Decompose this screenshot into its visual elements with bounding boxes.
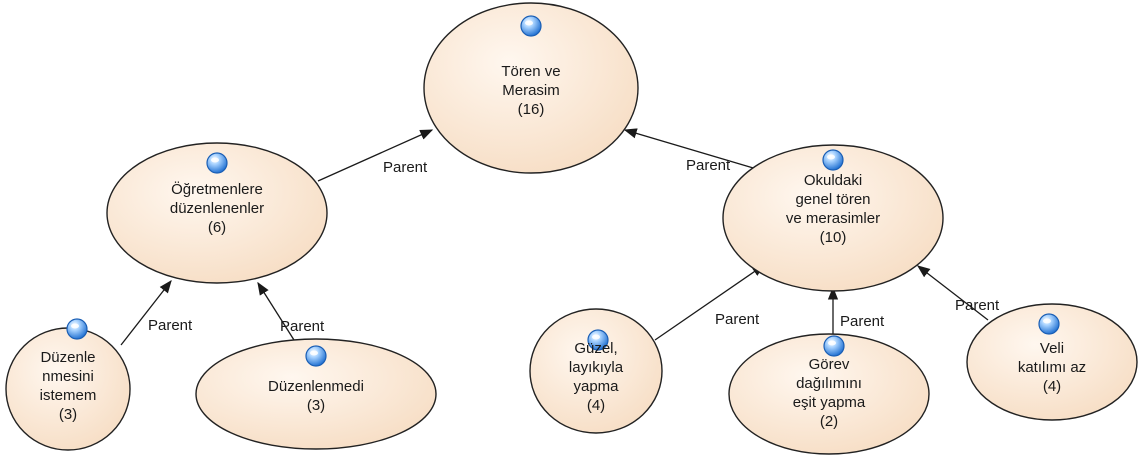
node-label-line: (3) (307, 397, 325, 414)
node-n6[interactable]: Güzel, layıkıyla yapma (4) (529, 308, 663, 434)
node-label-line: düzenlenenler (170, 200, 264, 217)
node-label-line: istemem (40, 387, 97, 404)
node-label-line: (4) (1043, 378, 1061, 395)
node-label-line: Tören ve (501, 63, 560, 80)
edge-n6-to-n3 (654, 264, 766, 341)
edge-label-n6-to-n3: Parent (715, 311, 760, 328)
blue-sphere-icon (305, 345, 327, 367)
node-ellipse (529, 308, 663, 434)
edge-n4-to-n2 (120, 279, 172, 346)
node-label-line: Öğretmenlere (171, 180, 263, 198)
node-n7[interactable]: Görev dağılımını eşit yapma (2) (728, 333, 930, 455)
node-label-line: (6) (208, 219, 226, 236)
node-ellipse (423, 2, 639, 174)
edge-label-n5-to-n2: Parent (280, 318, 325, 335)
node-n8[interactable]: Veli katılımı az (4) (966, 303, 1138, 421)
node-label-line: Okuldaki (804, 172, 862, 189)
edge-label-n3-to-n1: Parent (686, 157, 731, 174)
node-ellipse (106, 142, 328, 284)
node-label-line: Düzenlenmedi (268, 378, 364, 395)
blue-sphere-icon (822, 149, 844, 171)
edge-label-n7-to-n3: Parent (840, 313, 885, 330)
node-n2[interactable]: Öğretmenlere düzenlenenler (6) (106, 142, 328, 284)
node-label-line: Güzel, (574, 340, 617, 357)
node-label-line: ve merasimler (786, 210, 880, 227)
node-label-line: (10) (820, 229, 847, 246)
node-label-line: Görev (809, 356, 850, 373)
node-label-line: genel tören (795, 191, 870, 208)
node-label-line: nmesini (42, 368, 94, 385)
node-label-line: yapma (573, 378, 619, 395)
node-ellipse (195, 338, 437, 450)
node-n1[interactable]: Tören ve Merasim (16) (423, 2, 639, 174)
blue-sphere-icon (206, 152, 228, 174)
node-n3[interactable]: Okuldaki genel tören ve merasimler (10) (722, 144, 944, 292)
node-label-line: (16) (518, 101, 545, 118)
edge-n2-to-n1 (317, 129, 434, 182)
edge-label-n2-to-n1: Parent (383, 159, 428, 176)
blue-sphere-icon (520, 15, 542, 37)
edge-label-n4-to-n2: Parent (148, 317, 193, 334)
edge-n8-to-n3 (916, 265, 989, 321)
node-ellipse (966, 303, 1138, 421)
node-label-line: katılımı az (1018, 359, 1086, 376)
node-n4[interactable]: Düzenle nmesini istemem (3) (5, 318, 131, 451)
node-label-line: Merasim (502, 82, 560, 99)
node-label-line: (2) (820, 413, 838, 430)
blue-sphere-icon (823, 335, 845, 357)
blue-sphere-icon (66, 318, 88, 340)
edge-n3-to-n1 (623, 128, 761, 171)
node-label-line: eşit yapma (793, 394, 866, 411)
edge-n5-to-n2 (257, 281, 295, 341)
blue-sphere-icon (1038, 313, 1060, 335)
node-label-line: layıkıyla (569, 359, 624, 376)
node-label-line: dağılımını (796, 375, 862, 392)
node-ellipse (728, 333, 930, 455)
edge-label-n8-to-n3: Parent (955, 297, 1000, 314)
node-ellipse (722, 144, 944, 292)
node-label-line: (4) (587, 397, 605, 414)
node-label-line: Düzenle (40, 349, 95, 366)
node-n5[interactable]: Düzenlenmedi (3) (195, 338, 437, 450)
node-label-line: (3) (59, 406, 77, 423)
blue-sphere-icon (587, 329, 609, 351)
node-label-line: Veli (1040, 340, 1064, 357)
